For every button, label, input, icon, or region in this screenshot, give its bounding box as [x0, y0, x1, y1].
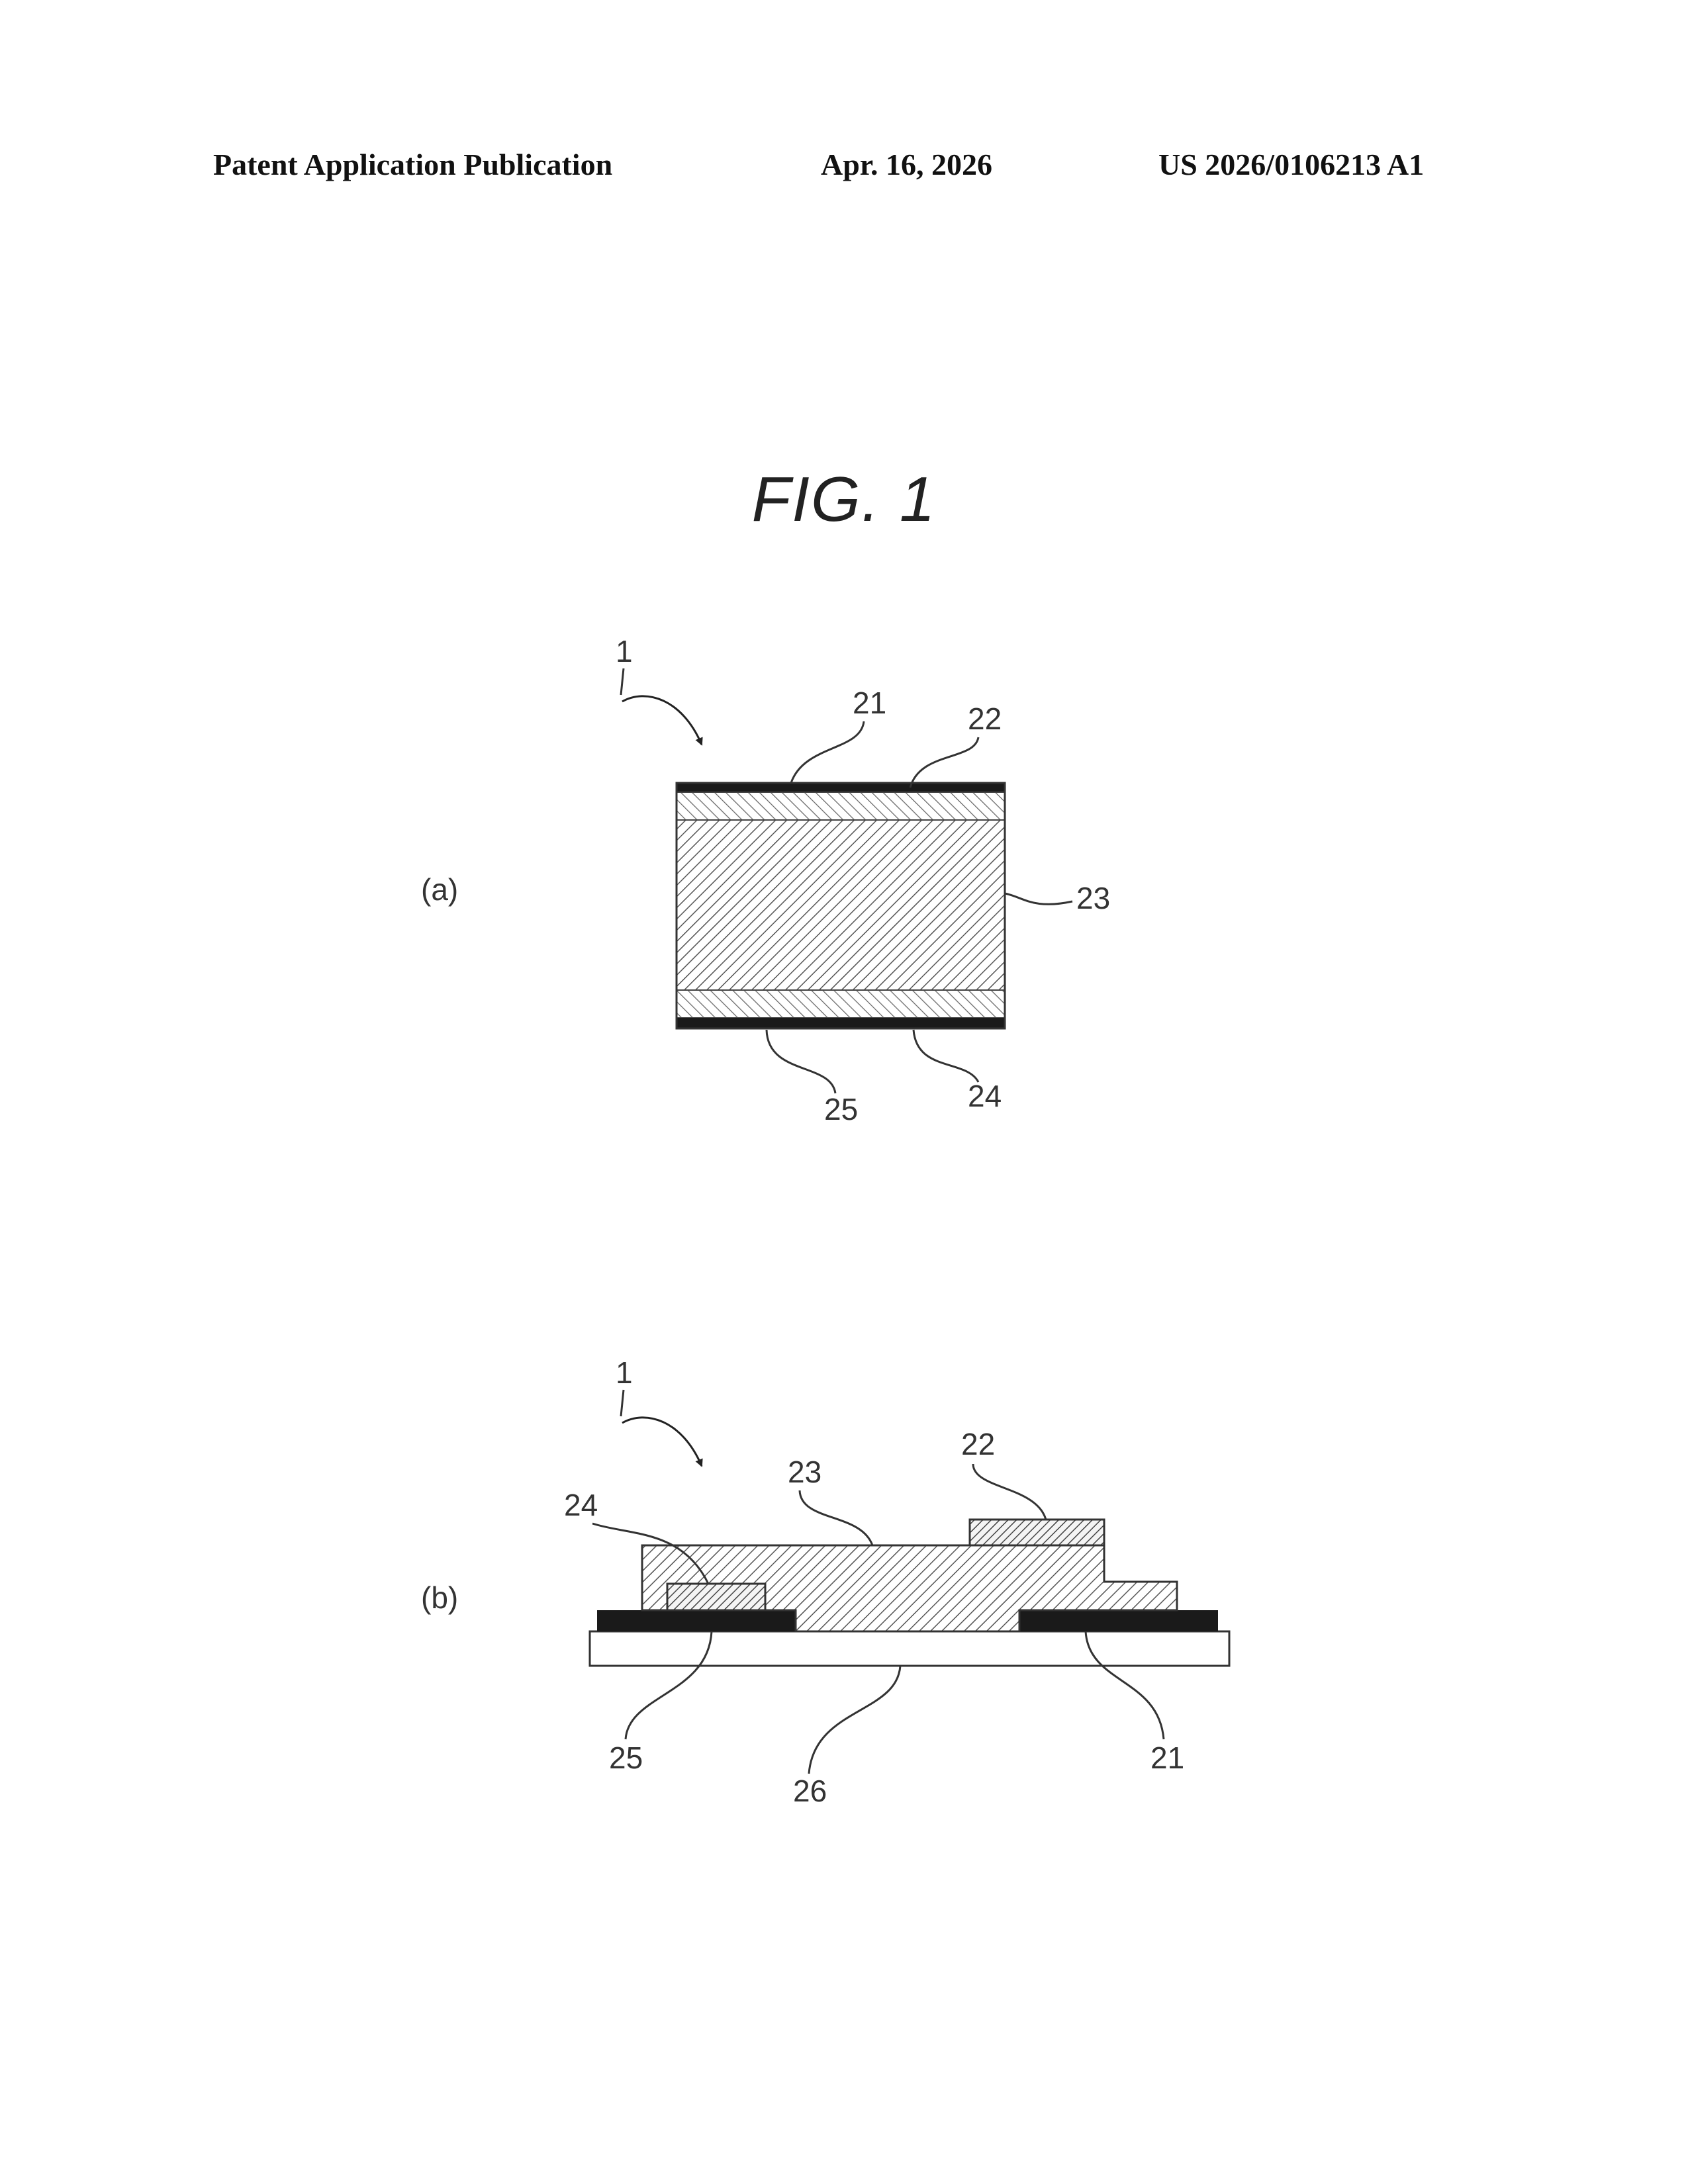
panel-a-leader-25	[767, 1030, 835, 1093]
panel-b-device-ref: 1	[616, 1355, 633, 1390]
panel-a-layer-25	[677, 1018, 1005, 1028]
panel-b-electrode-21	[1019, 1610, 1218, 1631]
panel-a-ref-24: 24	[968, 1079, 1002, 1113]
panel-b-leader-22	[973, 1464, 1046, 1520]
panel-a-leader-23	[1005, 893, 1072, 904]
panel-a-layer-24	[677, 990, 1005, 1018]
panel-a-leader-24	[914, 1030, 978, 1082]
panel-a-label: (a)	[421, 872, 458, 907]
panel-b-electrode-25	[597, 1610, 796, 1631]
panel-a-leader-21	[791, 721, 864, 783]
panel-a-device-underline	[621, 668, 624, 695]
panel-b-leader-23	[800, 1490, 872, 1545]
panel-b-ref-24: 24	[564, 1488, 598, 1522]
panel-a-device-arrow	[622, 696, 702, 745]
panel-a-leader-22	[910, 737, 978, 788]
panel-a-layer-21	[677, 783, 1005, 792]
panel-b-device-underline	[621, 1390, 624, 1416]
panel-b-ref-25: 25	[609, 1741, 643, 1775]
panel-b-leader-26	[809, 1666, 900, 1774]
panel-a-ref-23: 23	[1076, 881, 1110, 915]
panel-b-layer-22	[970, 1520, 1104, 1545]
panel-a-ref-25: 25	[824, 1092, 858, 1126]
panel-b-ref-21: 21	[1150, 1741, 1184, 1775]
panel-b: (b) 1 22 23 24 25 26 21	[421, 1355, 1229, 1808]
panel-a: (a) 1 21 22 23 24 25	[421, 634, 1110, 1126]
panel-b-ref-23: 23	[788, 1455, 821, 1489]
panel-a-ref-21: 21	[853, 686, 886, 720]
panel-b-ref-26: 26	[793, 1774, 827, 1808]
panel-b-substrate-26	[590, 1631, 1229, 1666]
panel-b-ref-22: 22	[961, 1427, 995, 1461]
panel-a-device-ref: 1	[616, 634, 633, 668]
panel-a-layer-22	[677, 792, 1005, 820]
panel-a-layer-23	[677, 820, 1005, 990]
panel-b-layer-24	[667, 1584, 765, 1610]
panel-b-device-arrow	[622, 1418, 702, 1466]
panel-a-ref-22: 22	[968, 702, 1002, 736]
panel-b-label: (b)	[421, 1580, 458, 1615]
